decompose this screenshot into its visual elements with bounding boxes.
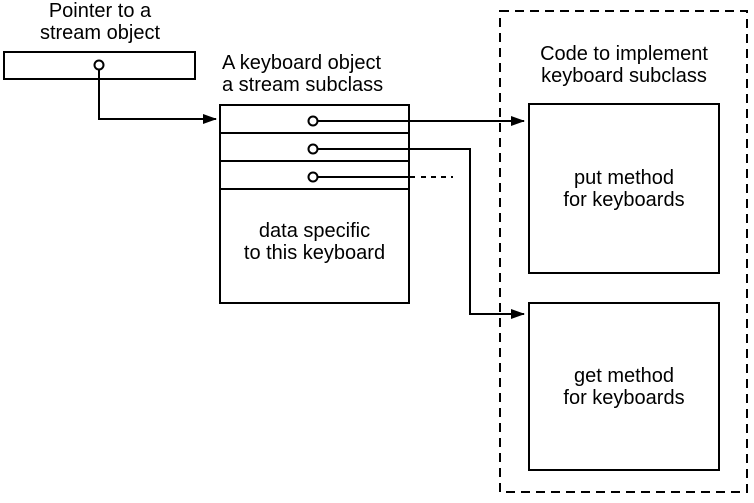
slot2-circle-icon: [307, 143, 319, 155]
keyboard-data-label: data specific to this keyboard: [243, 220, 386, 264]
put-method-box: put method for keyboards: [528, 103, 720, 274]
slot-divider: [221, 132, 408, 134]
keyboard-object-label: A keyboard object a stream subclass: [222, 52, 384, 96]
slot2-to-get-arrow: [318, 148, 525, 319]
get-method-box: get method for keyboards: [528, 302, 720, 471]
get-method-label: get method for keyboards: [563, 364, 685, 409]
pointer-label: Pointer to a stream object: [39, 0, 161, 44]
put-method-label: put method for keyboards: [563, 166, 685, 211]
keyboard-object-box: data specific to this keyboard: [219, 104, 410, 304]
slot3-circle-icon: [307, 171, 319, 183]
pointer-origin-circle-icon: [93, 59, 105, 71]
code-boundary-dashed-box: [499, 10, 748, 493]
pointer-to-keyboard-arrow: [98, 69, 217, 124]
slot-divider: [221, 160, 408, 162]
slot-divider: [221, 188, 408, 190]
code-region-label: Code to implement keyboard subclass: [540, 43, 708, 87]
slot1-circle-icon: [307, 115, 319, 127]
